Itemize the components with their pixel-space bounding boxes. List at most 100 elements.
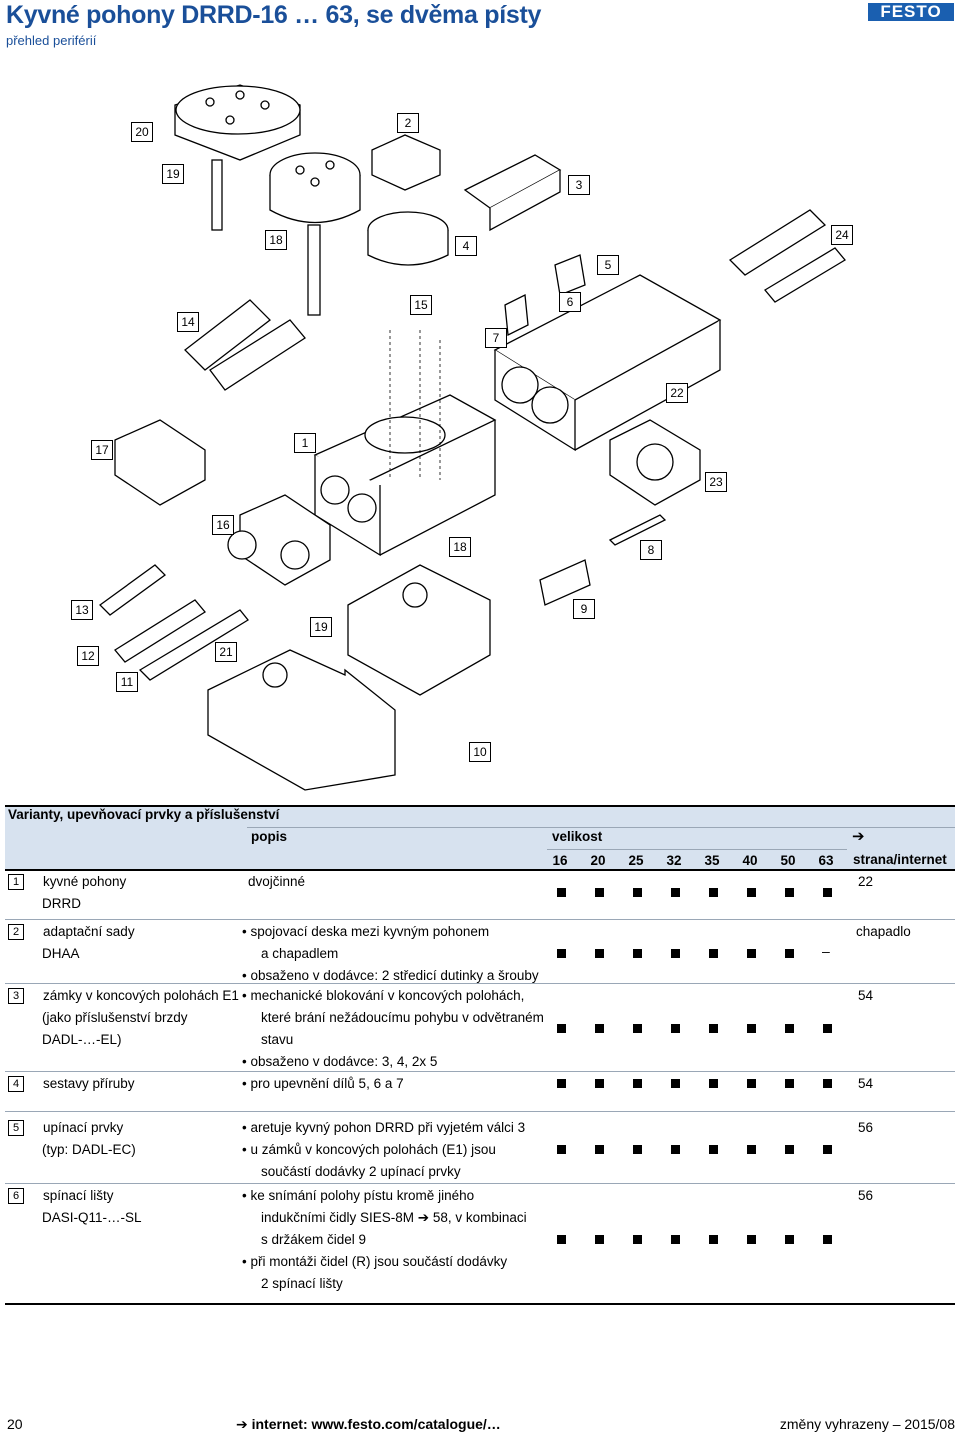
row-description: • obsaženo v dodávce: 3, 4, 2x 5 <box>242 1054 438 1069</box>
availability-square <box>633 1235 642 1244</box>
row-page-ref[interactable]: 56 <box>858 1188 874 1203</box>
availability-square <box>671 1079 680 1088</box>
availability-square <box>785 888 794 897</box>
availability-square <box>633 1024 642 1033</box>
availability-square <box>595 1145 604 1154</box>
row-description: • obsaženo v dodávce: 2 středicí dutinky… <box>242 968 539 983</box>
callout-18b: 18 <box>449 537 471 557</box>
page-subtitle: přehled periférií <box>6 33 97 48</box>
row-number: 6 <box>8 1188 24 1205</box>
row-description: • mechanické blokování v koncových poloh… <box>242 988 525 1003</box>
callout-1: 1 <box>294 433 316 453</box>
callout-24: 24 <box>831 225 853 245</box>
callout-2: 2 <box>397 113 419 133</box>
availability-square <box>709 1079 718 1088</box>
row-description: • pro upevnění dílů 5, 6 a 7 <box>242 1076 404 1091</box>
availability-square <box>785 1235 794 1244</box>
availability-square <box>747 1145 756 1154</box>
availability-square <box>557 1235 566 1244</box>
availability-square <box>671 949 680 958</box>
row-description: součástí dodávky 2 upínací prvky <box>261 1164 461 1179</box>
row-description: a chapadlem <box>261 946 339 961</box>
row-description: • ke snímání polohy pístu kromě jiného <box>242 1188 475 1203</box>
callout-15: 15 <box>410 295 432 315</box>
internet-link[interactable]: ➔ internet: www.festo.com/catalogue/… <box>236 1416 501 1432</box>
availability-square <box>557 1145 566 1154</box>
availability-square <box>785 949 794 958</box>
availability-square <box>785 1024 794 1033</box>
availability-square <box>557 1079 566 1088</box>
availability-square <box>671 1235 680 1244</box>
availability-square <box>747 888 756 897</box>
accessories-table: Varianty, upevňovací prvky a příslušenst… <box>5 805 955 1305</box>
availability-square <box>709 888 718 897</box>
availability-square <box>671 888 680 897</box>
row-number: 2 <box>8 924 24 941</box>
page-number: 20 <box>7 1416 23 1432</box>
availability-square <box>785 1079 794 1088</box>
availability-square <box>595 888 604 897</box>
callout-21: 21 <box>215 642 237 662</box>
row-name: (jako příslušenství brzdy <box>42 1010 188 1025</box>
row-description: indukčními čidly SIES-8M ➔ 58, v kombina… <box>261 1210 527 1225</box>
size-header: 50 <box>780 853 796 868</box>
festo-logo: FESTO <box>868 3 954 21</box>
availability-square <box>747 1024 756 1033</box>
callout-12: 12 <box>77 646 99 666</box>
availability-square <box>747 1079 756 1088</box>
callout-3: 3 <box>568 175 590 195</box>
arrow-icon: ➔ <box>852 828 865 845</box>
row-page-ref[interactable]: 54 <box>858 988 874 1003</box>
availability-square <box>709 1024 718 1033</box>
row-name: DASI-Q11-…-SL <box>42 1210 142 1225</box>
callout-14: 14 <box>177 312 199 332</box>
col-velikost: velikost <box>552 829 603 844</box>
row-name: (typ: DADL-EC) <box>42 1142 136 1157</box>
row-number: 5 <box>8 1120 24 1137</box>
row-name: DADL-…-EL) <box>42 1032 122 1047</box>
size-header: 63 <box>818 853 834 868</box>
row-description: • u zámků v koncových polohách (E1) jsou <box>242 1142 496 1157</box>
row-description: s držákem čidel 9 <box>261 1232 367 1247</box>
availability-square <box>633 1145 642 1154</box>
callout-5: 5 <box>597 255 619 275</box>
row-name: DRRD <box>42 896 81 911</box>
availability-square <box>785 1145 794 1154</box>
callout-7: 7 <box>485 328 507 348</box>
table-heading: Varianty, upevňovací prvky a příslušenst… <box>8 807 280 822</box>
row-page-ref[interactable]: 56 <box>858 1120 874 1135</box>
size-header: 40 <box>742 853 758 868</box>
row-number: 1 <box>8 874 24 891</box>
availability-square <box>709 1235 718 1244</box>
row-number: 3 <box>8 988 24 1005</box>
col-popis: popis <box>251 829 287 844</box>
row-description: dvojčinné <box>248 874 306 889</box>
changes-note: změny vyhrazeny – 2015/08 <box>779 1416 955 1432</box>
availability-square <box>557 888 566 897</box>
size-header: 25 <box>628 853 644 868</box>
row-page-ref[interactable]: chapadlo <box>856 924 911 939</box>
availability-square <box>595 1024 604 1033</box>
availability-square <box>747 949 756 958</box>
callout-16: 16 <box>212 515 234 535</box>
callout-22: 22 <box>666 383 688 403</box>
page-footer: 20 ➔ internet: www.festo.com/catalogue/…… <box>0 1410 960 1435</box>
row-page-ref[interactable]: 22 <box>858 874 874 889</box>
row-page-ref[interactable]: 54 <box>858 1076 874 1091</box>
row-description: • spojovací deska mezi kyvným pohonem <box>242 924 490 939</box>
callout-9: 9 <box>573 599 595 619</box>
callout-6: 6 <box>559 292 581 312</box>
availability-square <box>633 949 642 958</box>
row-description: 2 spínací lišty <box>261 1276 343 1291</box>
availability-square <box>595 949 604 958</box>
availability-square <box>823 1079 832 1088</box>
size-header: 16 <box>552 853 568 868</box>
callout-19a: 19 <box>162 164 184 184</box>
availability-square <box>633 888 642 897</box>
availability-square <box>823 888 832 897</box>
